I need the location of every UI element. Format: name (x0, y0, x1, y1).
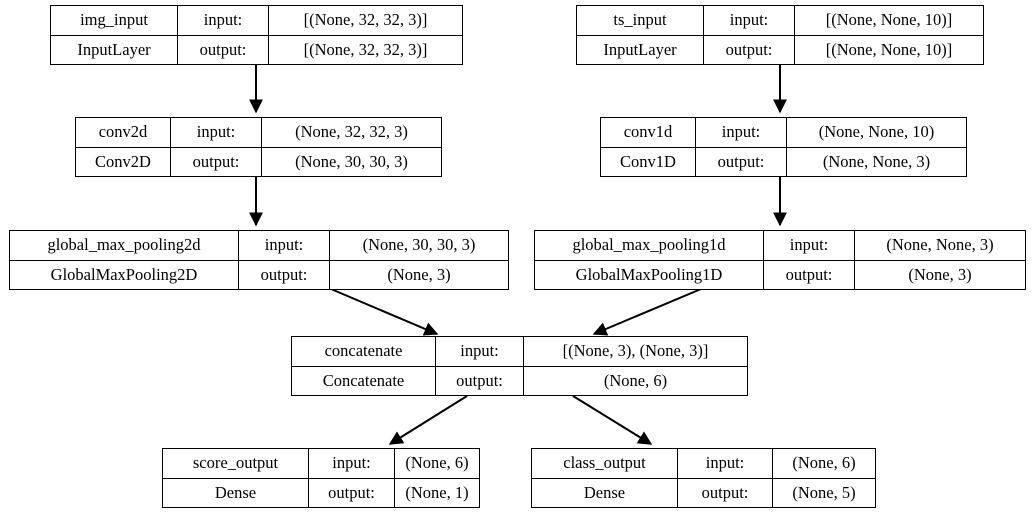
output-shape: (None, 30, 30, 3) (295, 151, 408, 171)
output-label: output: (704, 35, 795, 64)
input-shape: (None, 32, 32, 3) (295, 122, 408, 141)
node-row-output: Conv1D output: (None, None, 3) (601, 147, 966, 176)
node-row-output: InputLayer output: [(None, 32, 32, 3)] (51, 35, 462, 64)
input-label: input: (436, 337, 524, 366)
input-label: input: (764, 231, 855, 260)
input-label: input: (309, 449, 395, 478)
output-label: output: (696, 147, 787, 176)
node-row-output: GlobalMaxPooling1D output: (None, 3) (535, 260, 1025, 289)
input-shape: (None, None, 10) (818, 122, 935, 141)
node-score-output[interactable]: score_output input: (None, 6) Dense outp… (162, 448, 480, 508)
node-conv1d[interactable]: conv1d input: (None, None, 10) Conv1D ou… (600, 117, 967, 177)
output-shape: [(None, None, 10)] (825, 39, 953, 59)
output-shape: (None, 3) (908, 264, 972, 284)
node-row-output: InputLayer output: [(None, None, 10)] (577, 35, 983, 64)
node-row-output: Conv2D output: (None, 30, 30, 3) (76, 147, 441, 176)
output-label: output: (171, 147, 262, 176)
layer-class: InputLayer (51, 35, 178, 64)
layer-name: ts_input (577, 6, 704, 35)
input-shape: [(None, None, 10)] (825, 10, 953, 29)
output-label: output: (239, 260, 330, 289)
node-row-input: global_max_pooling1d input: (None, None,… (535, 231, 1025, 261)
input-label: input: (178, 6, 269, 35)
input-label: input: (678, 449, 773, 478)
layer-name: global_max_pooling2d (10, 231, 239, 260)
node-row-input: conv2d input: (None, 32, 32, 3) (76, 118, 441, 148)
input-shape: (None, 30, 30, 3) (362, 235, 476, 254)
edge-global_max_pooling1d-to-concatenate (592, 288, 702, 336)
input-shape: (None, 6) (405, 453, 469, 472)
node-global-max-pooling2d[interactable]: global_max_pooling2d input: (None, 30, 3… (9, 230, 509, 290)
node-row-input: img_input input: [(None, 32, 32, 3)] (51, 6, 462, 36)
layer-class: Dense (532, 478, 678, 507)
node-ts-input[interactable]: ts_input input: [(None, None, 10)] Input… (576, 5, 984, 65)
edge-global_max_pooling2d-to-concatenate (330, 288, 439, 336)
node-row-output: Dense output: (None, 1) (163, 478, 479, 507)
output-shape: [(None, 32, 32, 3)] (303, 39, 428, 59)
node-row-input: score_output input: (None, 6) (163, 449, 479, 479)
node-row-output: Concatenate output: (None, 6) (292, 366, 747, 395)
node-row-input: global_max_pooling2d input: (None, 30, 3… (10, 231, 508, 261)
node-row-output: Dense output: (None, 5) (532, 478, 875, 507)
node-row-input: class_output input: (None, 6) (532, 449, 875, 479)
input-label: input: (704, 6, 795, 35)
layer-name: global_max_pooling1d (535, 231, 764, 260)
output-label: output: (436, 366, 524, 395)
input-shape: (None, None, 3) (886, 235, 994, 254)
node-class-output[interactable]: class_output input: (None, 6) Dense outp… (531, 448, 876, 508)
edge-concatenate-to-score_output (388, 395, 468, 445)
input-label: input: (171, 118, 262, 147)
input-label: input: (239, 231, 330, 260)
layer-name: concatenate (292, 337, 436, 366)
input-shape: (None, 6) (792, 453, 856, 472)
layer-class: Concatenate (292, 366, 436, 395)
input-label: input: (696, 118, 787, 147)
layer-class: GlobalMaxPooling2D (10, 260, 239, 289)
layer-name: img_input (51, 6, 178, 35)
layer-class: Conv2D (76, 147, 171, 176)
output-shape: (None, 6) (603, 370, 668, 390)
layer-name: conv1d (601, 118, 696, 147)
input-shape: [(None, 3), (None, 3)] (562, 341, 709, 360)
node-row-input: conv1d input: (None, None, 10) (601, 118, 966, 148)
output-label: output: (178, 35, 269, 64)
node-concatenate[interactable]: concatenate input: [(None, 3), (None, 3)… (291, 336, 748, 396)
input-shape: [(None, 32, 32, 3)] (303, 10, 428, 29)
layer-name: class_output (532, 449, 678, 478)
output-label: output: (764, 260, 855, 289)
layer-class: InputLayer (577, 35, 704, 64)
edge-concatenate-to-class_output (572, 395, 653, 445)
node-global-max-pooling1d[interactable]: global_max_pooling1d input: (None, None,… (534, 230, 1026, 290)
node-img-input[interactable]: img_input input: [(None, 32, 32, 3)] Inp… (50, 5, 463, 65)
output-shape: (None, 1) (405, 482, 469, 502)
node-conv2d[interactable]: conv2d input: (None, 32, 32, 3) Conv2D o… (75, 117, 442, 177)
layer-class: Conv1D (601, 147, 696, 176)
output-label: output: (678, 478, 773, 507)
layer-name: conv2d (76, 118, 171, 147)
layer-name: score_output (163, 449, 309, 478)
output-label: output: (309, 478, 395, 507)
output-shape: (None, 3) (387, 264, 451, 284)
node-row-input: ts_input input: [(None, None, 10)] (577, 6, 983, 36)
output-shape: (None, 5) (792, 482, 856, 502)
layer-class: Dense (163, 478, 309, 507)
node-row-output: GlobalMaxPooling2D output: (None, 3) (10, 260, 508, 289)
node-row-input: concatenate input: [(None, 3), (None, 3)… (292, 337, 747, 367)
output-shape: (None, None, 3) (822, 151, 931, 171)
layer-class: GlobalMaxPooling1D (535, 260, 764, 289)
